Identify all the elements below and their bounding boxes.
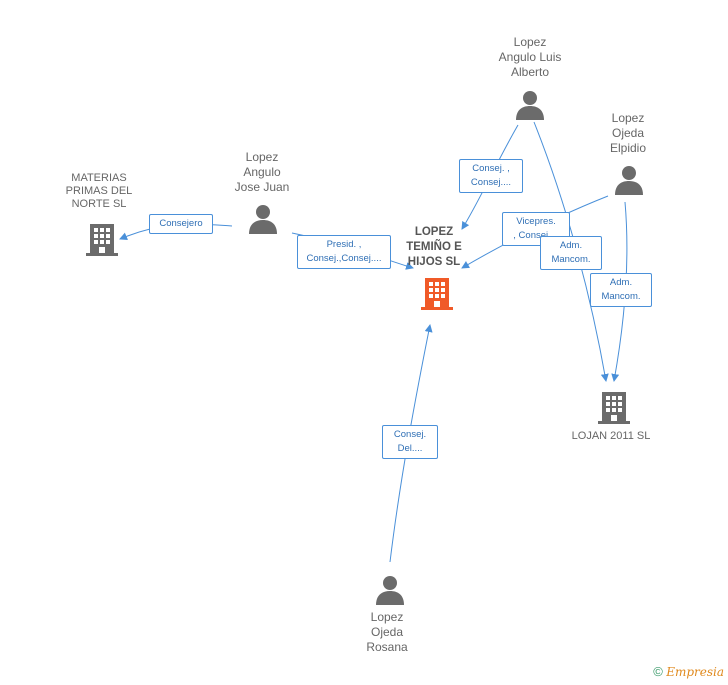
person-icon[interactable] [515,90,545,120]
copyright-symbol: © [653,664,663,679]
building-icon[interactable] [421,276,453,310]
building-icon[interactable] [598,390,630,424]
node-label-lojan[interactable]: LOJAN 2011 SL [571,430,651,442]
building-icon[interactable] [86,222,118,256]
edge-label-presid[interactable]: Presid. , Consej.,Consej.... [297,235,391,269]
node-label-rosana[interactable]: Lopez Ojeda Rosana [366,610,408,654]
footer-credit: © Empresia [653,664,724,679]
node-label-main[interactable]: LOPEZ TEMIÑO E HIJOS SL [406,226,462,268]
person-icon[interactable] [614,165,644,195]
brand-logo[interactable]: Empresia [666,665,724,679]
node-label-luis-alberto[interactable]: Lopez Angulo Luis Alberto [498,35,562,79]
node-label-elpidio[interactable]: Lopez Ojeda Elpidio [609,111,647,155]
node-label-materias[interactable]: MATERIAS PRIMAS DEL NORTE SL [65,172,133,210]
edge-label-consej-luis[interactable]: Consej. , Consej.... [459,159,523,193]
edge-label-adm2[interactable]: Adm. Mancom. [590,273,652,307]
edge-label-consej-del[interactable]: Consej. Del.... [382,425,438,459]
edge-label-adm1[interactable]: Adm. Mancom. [540,236,602,270]
node-label-jose-juan[interactable]: Lopez Angulo Jose Juan [234,150,290,194]
edge-label-consejero[interactable]: Consejero [149,214,213,234]
person-icon[interactable] [375,575,405,605]
person-icon[interactable] [248,204,278,234]
